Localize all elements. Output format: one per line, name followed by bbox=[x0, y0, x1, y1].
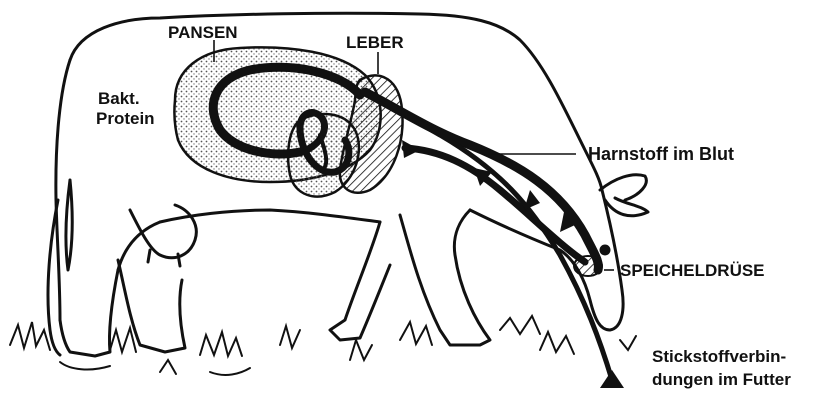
label-protein: Protein bbox=[96, 109, 155, 128]
label-pansen: PANSEN bbox=[168, 23, 238, 42]
label-bakt: Bakt. bbox=[98, 89, 140, 108]
salivary-gland bbox=[574, 256, 602, 276]
label-speicheldruese: SPEICHELDRÜSE bbox=[620, 261, 765, 280]
grass bbox=[10, 316, 636, 375]
label-harnstoff: Harnstoff im Blut bbox=[588, 144, 734, 164]
label-stickstoff-2: dungen im Futter bbox=[652, 370, 791, 389]
label-stickstoff-1: Stickstoffverbin- bbox=[652, 347, 786, 366]
label-leber: LEBER bbox=[346, 33, 404, 52]
